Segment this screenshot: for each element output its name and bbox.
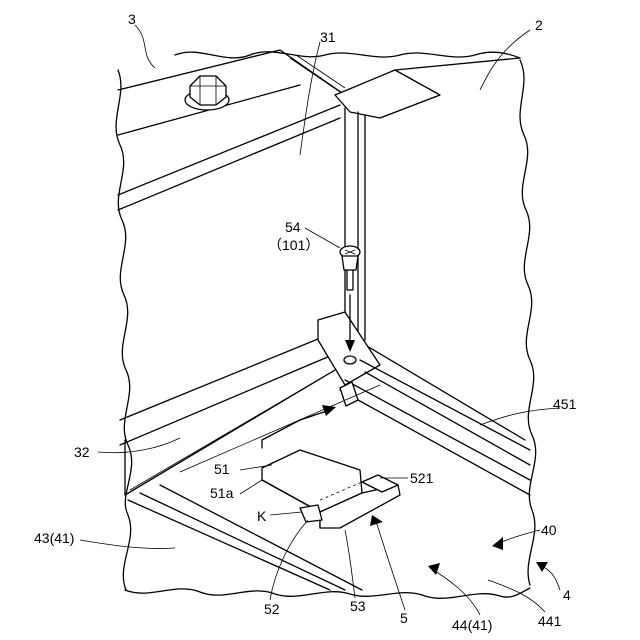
label-32: 32 [74, 444, 90, 460]
clip-hook-52 [300, 505, 322, 522]
rail-451 [340, 360, 530, 495]
leader-451 [480, 408, 560, 425]
label-441: 441 [538, 613, 562, 629]
screw-icon [340, 246, 360, 290]
arrow-5 [370, 515, 383, 526]
leader-5 [375, 518, 405, 610]
label-53: 53 [350, 598, 366, 614]
leader-K [270, 512, 302, 515]
label-451: 451 [553, 396, 577, 412]
label-521: 521 [410, 470, 434, 486]
arrow-40 [492, 537, 503, 550]
leader-3 [135, 25, 155, 68]
arrow-4 [536, 562, 548, 572]
leader-441 [488, 580, 545, 612]
label-101: （101） [268, 237, 319, 253]
bolt-icon [185, 76, 229, 110]
top-break-edge [175, 52, 520, 58]
label-43: 43(41) [34, 530, 74, 546]
label-51: 51 [214, 461, 230, 477]
leader-53 [345, 530, 355, 598]
label-51a: 51a [210, 485, 234, 501]
corner-cap [335, 70, 440, 118]
leader-43 [80, 540, 175, 548]
label-54: 54 [285, 219, 301, 235]
top-frame-detail [290, 55, 345, 92]
leader-51a [240, 480, 262, 494]
label-K: K [257, 508, 267, 524]
vertical-post [345, 108, 365, 340]
leader-32 [98, 438, 180, 453]
label-3: 3 [128, 11, 136, 27]
label-2: 2 [535, 17, 543, 33]
label-4: 4 [563, 587, 571, 603]
label-5: 5 [400, 610, 408, 626]
right-break-edge [520, 60, 536, 585]
leader-44 [430, 568, 480, 615]
leader-52 [270, 520, 308, 600]
label-44: 44(41) [452, 617, 492, 633]
label-52: 52 [264, 601, 280, 617]
slide-arrow [262, 410, 330, 448]
right-panel-top-edge [395, 58, 520, 70]
label-31: 31 [320, 29, 336, 45]
slide-arrowhead [322, 405, 336, 416]
leader-31 [300, 42, 320, 155]
left-break-edge [116, 70, 132, 590]
label-40: 40 [541, 522, 557, 538]
top-frame-lower-edge [118, 85, 340, 210]
